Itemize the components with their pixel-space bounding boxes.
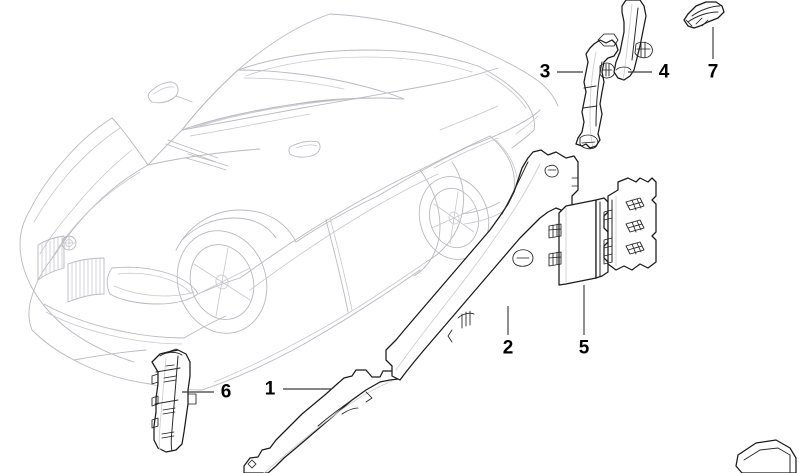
- callout-leaders: [182, 27, 714, 393]
- part-5-bracket-clip-assembly: [548, 177, 657, 286]
- part-4-a-pillar-trim-right: [613, 0, 653, 81]
- callout-label-5[interactable]: 5: [578, 337, 590, 359]
- part-2-b-pillar-sill-trim-long: [385, 149, 579, 381]
- part-fragment-bottom-right: [735, 439, 797, 473]
- callout-label-3[interactable]: 3: [539, 61, 551, 83]
- part-7-small-retaining-clip: [683, 1, 725, 29]
- callout-label-6[interactable]: 6: [220, 381, 232, 403]
- part-3-a-pillar-trim-left: [575, 33, 619, 150]
- vehicle-outline: [19, 13, 559, 391]
- part-6-trim-block-module: [151, 348, 197, 453]
- callout-label-7[interactable]: 7: [707, 61, 719, 83]
- callout-label-4[interactable]: 4: [658, 61, 670, 83]
- part-1-rocker-sill-trim-front: [243, 369, 399, 473]
- callout-label-1[interactable]: 1: [264, 378, 276, 400]
- callout-label-2[interactable]: 2: [502, 337, 514, 359]
